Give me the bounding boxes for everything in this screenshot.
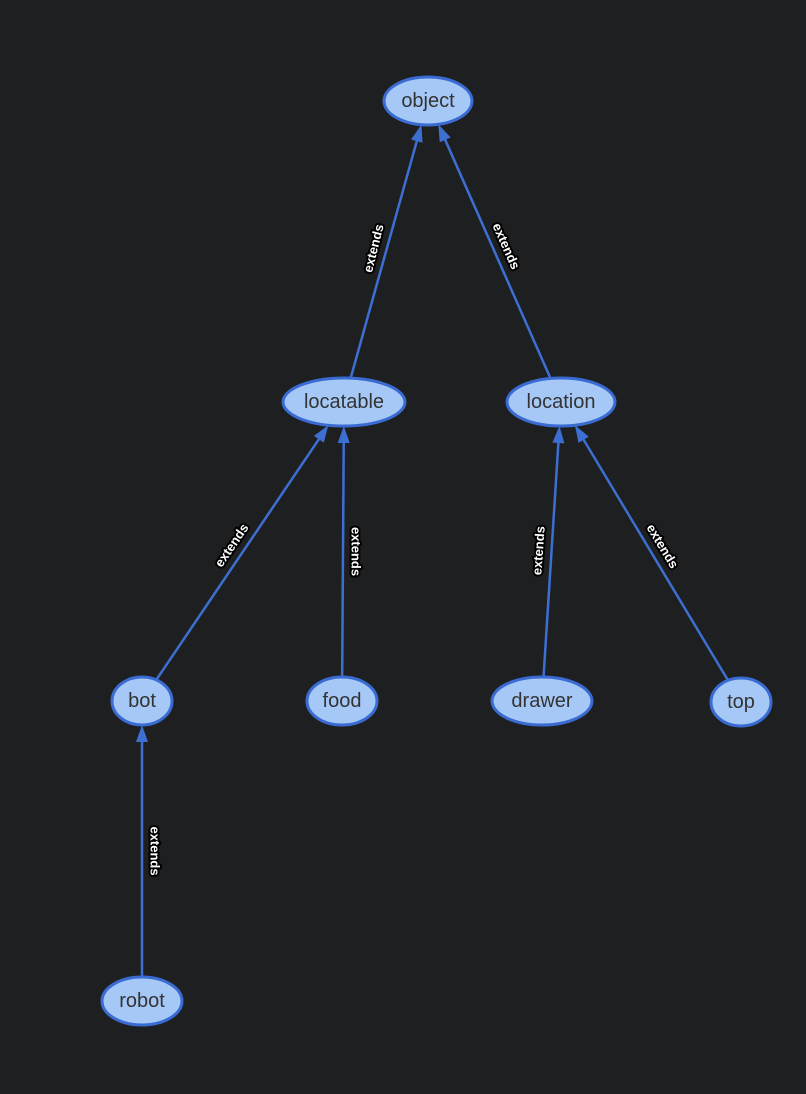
edge-location-object: extends bbox=[438, 124, 552, 379]
edge-line bbox=[349, 135, 420, 379]
arrowhead-icon bbox=[438, 124, 451, 143]
arrowhead-icon bbox=[313, 425, 329, 443]
node-ellipse[interactable] bbox=[505, 376, 617, 428]
edge-locatable-object: extends bbox=[349, 124, 423, 379]
node-label: drawer bbox=[511, 690, 572, 712]
node-label: top bbox=[727, 691, 755, 713]
node-ellipse[interactable] bbox=[709, 676, 773, 728]
edge-line bbox=[155, 434, 323, 681]
node-ellipse[interactable] bbox=[490, 675, 594, 727]
edge-label: extends bbox=[212, 521, 252, 570]
node-object[interactable]: object bbox=[382, 75, 474, 127]
node-ellipse[interactable] bbox=[382, 75, 474, 127]
node-ellipse[interactable] bbox=[281, 376, 407, 428]
node-label: locatable bbox=[304, 391, 384, 413]
node-ellipse[interactable] bbox=[110, 675, 174, 727]
edge-label: extends bbox=[529, 526, 547, 576]
node-locatable[interactable]: locatable bbox=[281, 376, 407, 428]
node-label: food bbox=[323, 690, 362, 712]
edge-line bbox=[442, 134, 552, 379]
node-top[interactable]: top bbox=[709, 676, 773, 728]
node-food[interactable]: food bbox=[305, 675, 379, 727]
edge-label: extends bbox=[489, 221, 523, 272]
edge-drawer-location: extends bbox=[527, 425, 565, 678]
edge-line bbox=[580, 434, 730, 682]
edge-label: extends bbox=[644, 521, 682, 571]
nodes-layer: object locatable location bot food drawer top r… bbox=[100, 75, 773, 1027]
edge-food-locatable: extends bbox=[337, 425, 366, 678]
node-location[interactable]: location bbox=[505, 376, 617, 428]
arrowhead-icon bbox=[411, 124, 423, 143]
node-ellipse[interactable] bbox=[305, 675, 379, 727]
edges-layer: extends extends extends extends extends exten… bbox=[136, 124, 730, 977]
arrowhead-icon bbox=[574, 425, 589, 443]
node-bot[interactable]: bot bbox=[110, 675, 174, 727]
edge-bot-locatable: extends bbox=[155, 425, 329, 681]
edge-robot-bot: extends bbox=[136, 725, 165, 977]
edge-label: extends bbox=[148, 826, 163, 875]
node-robot[interactable]: robot bbox=[100, 975, 184, 1027]
edge-top-location: extends bbox=[574, 425, 730, 682]
node-label: location bbox=[527, 391, 596, 413]
edge-line bbox=[340, 437, 346, 678]
edge-line bbox=[542, 437, 560, 678]
node-label: object bbox=[401, 90, 455, 112]
node-label: bot bbox=[128, 690, 156, 712]
arrowhead-icon bbox=[136, 725, 148, 742]
node-label: robot bbox=[119, 990, 165, 1012]
edge-label: extends bbox=[349, 527, 364, 576]
node-drawer[interactable]: drawer bbox=[490, 675, 594, 727]
arrowhead-icon bbox=[552, 425, 565, 444]
arrowhead-icon bbox=[337, 425, 350, 444]
node-ellipse[interactable] bbox=[100, 975, 184, 1027]
